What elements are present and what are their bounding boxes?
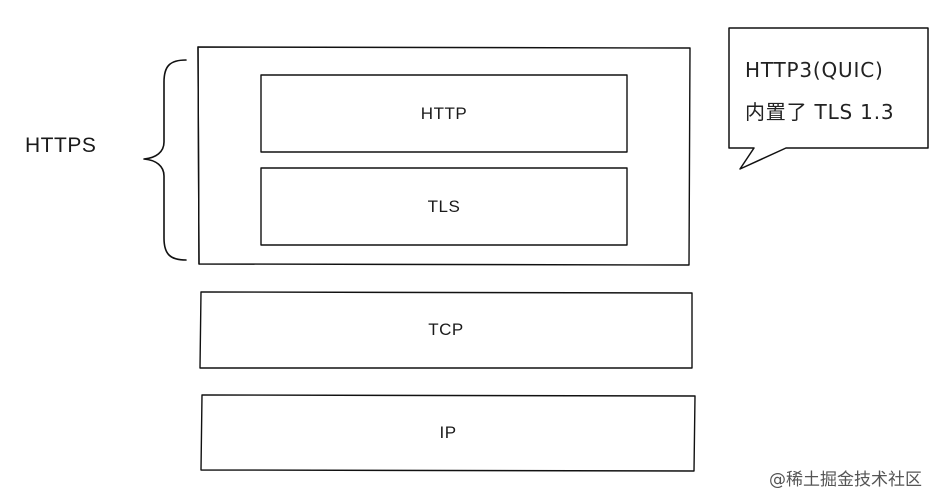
tls-label: TLS [427, 196, 461, 216]
http-layer: HTTP [259, 73, 629, 154]
callout-line-2: 内置了 TLS 1.3 [745, 100, 895, 124]
https-label: HTTPS [25, 134, 97, 157]
http-label: HTTP [420, 103, 468, 123]
ip-label: IP [439, 423, 457, 442]
tcp-layer: TCP [198, 290, 694, 370]
callout-line-1: HTTP3(QUIC) [745, 58, 884, 82]
https-group-box [197, 46, 691, 266]
tls-layer-border [260, 167, 628, 246]
callout-bubble [728, 27, 929, 170]
tcp-label: TCP [428, 320, 464, 339]
ip-layer-border [200, 394, 696, 472]
credit-text: @稀土掘金技术社区 [769, 470, 922, 490]
tcp-layer-border [199, 291, 693, 369]
tls-layer: TLS [259, 166, 629, 247]
ip-layer: IP [199, 393, 697, 473]
https-brace [143, 59, 187, 261]
http-layer-border [260, 74, 628, 153]
